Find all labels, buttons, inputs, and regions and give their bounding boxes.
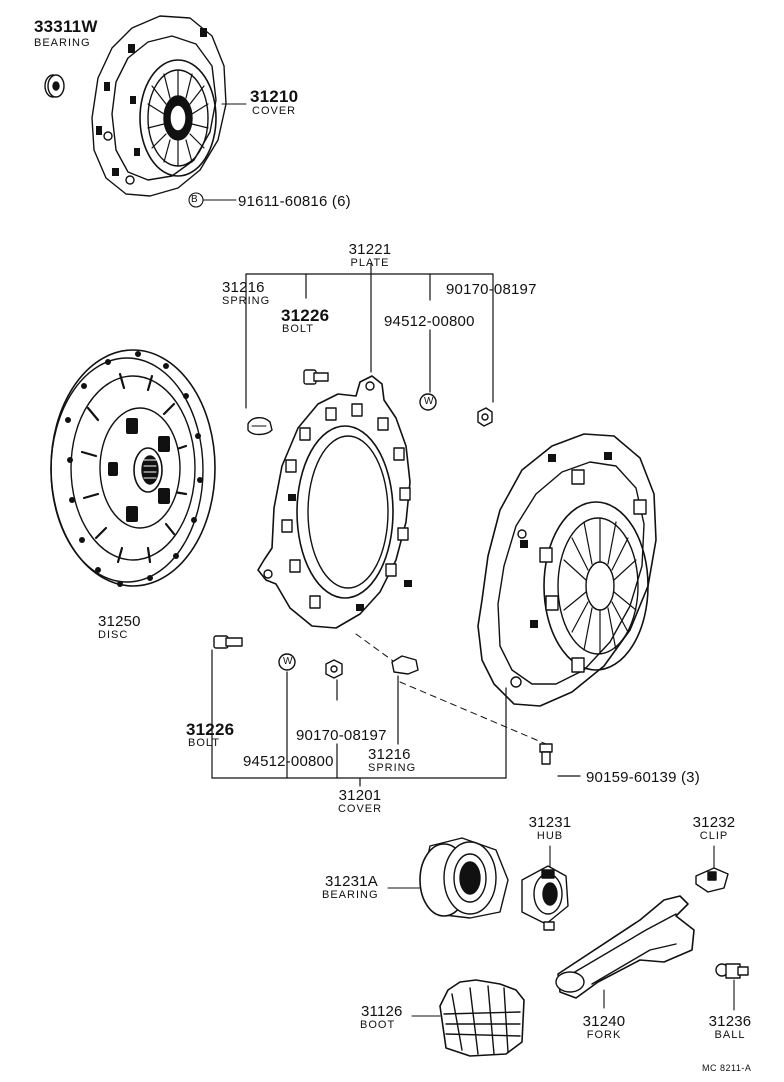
- screw-number: 90159-60139 (3): [586, 769, 700, 786]
- ball-number: 31236: [708, 1013, 752, 1030]
- release-fork-drawing: [555, 895, 695, 1009]
- hub-number: 31231: [528, 814, 572, 831]
- clip-number: 31232: [692, 814, 736, 831]
- washer-upper-symbol: W: [424, 396, 434, 407]
- pressure-plate-drawing: [257, 375, 412, 629]
- release-bearing-name: BEARING: [322, 889, 379, 901]
- plate-bracket: [245, 263, 494, 409]
- top-leaders: [188, 103, 247, 208]
- disc-number: 31250: [98, 613, 141, 630]
- bearing-top-name: BEARING: [34, 37, 91, 49]
- release-bearing-number: 31231A: [325, 873, 378, 890]
- pilot-bearing-drawing: [44, 74, 65, 98]
- clutch-cover-top-drawing: [91, 15, 227, 197]
- clutch-cover-assy-drawing: [477, 433, 657, 707]
- boot-number: 31126: [361, 1003, 403, 1020]
- cover-assy-name: COVER: [337, 803, 383, 815]
- nut-lower-number: 90170-08197: [296, 727, 387, 744]
- fork-number: 31240: [582, 1013, 626, 1030]
- spring-lower-number: 31216: [368, 746, 411, 763]
- bolt-upper-number: 31226: [281, 306, 330, 325]
- pivot-ball-drawing: [715, 963, 749, 1011]
- cover-top-name: COVER: [252, 105, 297, 117]
- bolt-set-top-symbol: B: [191, 194, 199, 205]
- cover-assy-number: 31201: [338, 787, 382, 804]
- plate-name: PLATE: [350, 257, 390, 269]
- washer-lower-number: 94512-00800: [243, 753, 334, 770]
- spring-upper-name: SPRING: [222, 295, 271, 307]
- ball-name: BALL: [714, 1029, 746, 1041]
- boot-name: BOOT: [360, 1019, 396, 1031]
- washer-upper-number: 94512-00800: [384, 313, 475, 330]
- reference-code: MC 8211-A: [702, 1063, 752, 1073]
- boot-drawing: [411, 979, 525, 1057]
- upper-small-parts: [247, 369, 493, 436]
- bolt-lower-number: 31226: [186, 720, 235, 739]
- cover-bracket: [211, 649, 581, 787]
- spring-lower-name: SPRING: [368, 762, 417, 774]
- spring-upper-number: 31216: [222, 279, 265, 296]
- hub-name: HUB: [536, 830, 564, 842]
- bolt-lower-name: BOLT: [188, 737, 220, 749]
- fork-name: FORK: [586, 1029, 622, 1041]
- clutch-disc-drawing: [50, 349, 216, 587]
- disc-name: DISC: [98, 629, 129, 641]
- bearing-top-number: 33311W: [34, 17, 98, 36]
- bolt-set-top-number: 91611-60816 (6): [238, 193, 351, 210]
- cover-top-number: 31210: [250, 87, 299, 106]
- plate-number: 31221: [348, 241, 392, 258]
- washer-lower-symbol: W: [283, 656, 293, 667]
- release-bearing-drawing: [387, 837, 509, 919]
- clip-name: CLIP: [699, 830, 729, 842]
- clip-drawing: [695, 845, 729, 893]
- hub-drawing: [521, 845, 569, 931]
- nut-upper-number: 90170-08197: [446, 281, 537, 298]
- dashed-guides: [355, 633, 547, 745]
- lower-small-parts: [213, 635, 553, 765]
- bolt-upper-name: BOLT: [282, 323, 314, 335]
